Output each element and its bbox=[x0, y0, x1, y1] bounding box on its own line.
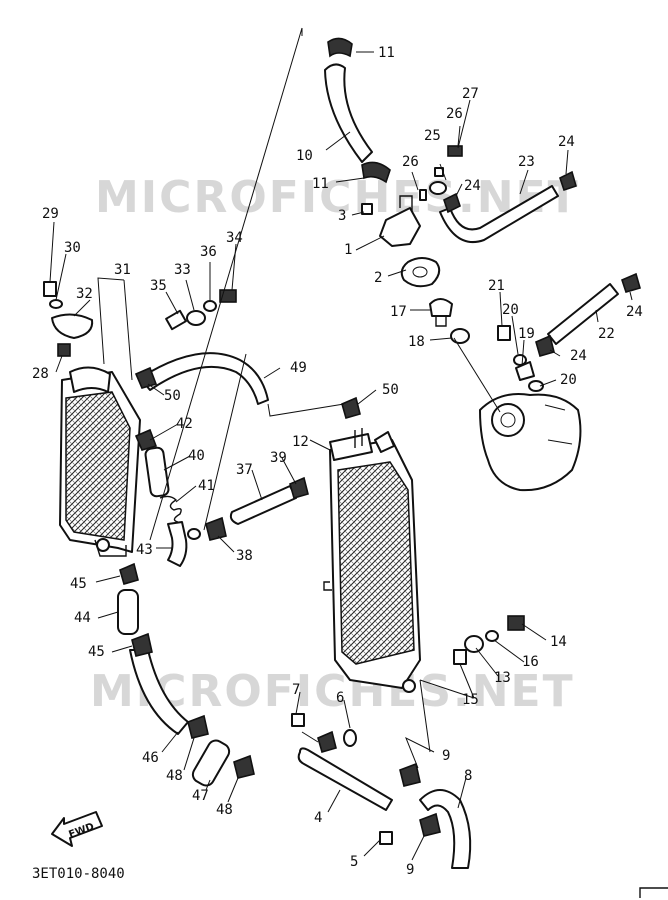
callout-48-left: 48 bbox=[166, 768, 183, 784]
callout-46: 46 bbox=[142, 750, 159, 766]
callout-2: 2 bbox=[374, 270, 382, 286]
callout-45-top: 45 bbox=[70, 576, 87, 592]
corner-mark bbox=[639, 887, 668, 898]
hose-44 bbox=[117, 589, 139, 635]
pipe-4 bbox=[297, 747, 393, 811]
callout-24-a: 24 bbox=[464, 178, 481, 194]
pipe-43 bbox=[167, 521, 188, 567]
hose-22 bbox=[547, 283, 619, 345]
callout-1: 1 bbox=[344, 242, 352, 258]
left-radiator bbox=[59, 366, 141, 557]
callout-42: 42 bbox=[176, 416, 193, 432]
callout-5: 5 bbox=[350, 854, 358, 870]
hose-40 bbox=[144, 446, 170, 498]
callout-48-right: 48 bbox=[216, 802, 233, 818]
callout-11-mid: 11 bbox=[312, 176, 329, 192]
callout-28: 28 bbox=[32, 366, 49, 382]
callout-22: 22 bbox=[598, 326, 615, 342]
callout-18: 18 bbox=[408, 334, 425, 350]
fwd-arrow: FWD bbox=[51, 811, 103, 847]
callout-16: 16 bbox=[522, 654, 539, 670]
callout-4: 4 bbox=[314, 810, 322, 826]
callout-17: 17 bbox=[390, 304, 407, 320]
callout-20-a: 20 bbox=[502, 302, 519, 318]
callout-40: 40 bbox=[188, 448, 205, 464]
callout-24-b: 24 bbox=[558, 134, 575, 150]
callout-45-bottom: 45 bbox=[88, 644, 105, 660]
left-radiator-mount bbox=[96, 538, 110, 552]
callout-23: 23 bbox=[518, 154, 535, 170]
left-radiator-filler-neck bbox=[69, 366, 111, 393]
hose-49 bbox=[139, 352, 269, 405]
callout-7: 7 bbox=[292, 682, 300, 698]
callout-12: 12 bbox=[292, 434, 309, 450]
callout-11-top: 11 bbox=[378, 45, 395, 61]
callout-26-left: 26 bbox=[402, 154, 419, 170]
callout-14: 14 bbox=[550, 634, 567, 650]
callout-38: 38 bbox=[236, 548, 253, 564]
callout-39: 39 bbox=[270, 450, 287, 466]
callout-49: 49 bbox=[290, 360, 307, 376]
callout-6: 6 bbox=[336, 690, 344, 706]
callout-34: 34 bbox=[226, 230, 243, 246]
hose-10 bbox=[324, 63, 373, 163]
right-radiator-mount bbox=[402, 679, 416, 693]
callout-9-top: 9 bbox=[442, 748, 450, 764]
callout-3: 3 bbox=[338, 208, 346, 224]
callout-30: 30 bbox=[64, 240, 81, 256]
callout-43: 43 bbox=[136, 542, 153, 558]
drawing-code: 3ET010-8040 bbox=[32, 866, 125, 882]
hose-46 bbox=[129, 649, 189, 735]
callout-33: 33 bbox=[174, 262, 191, 278]
callout-15: 15 bbox=[462, 692, 479, 708]
callout-41: 41 bbox=[198, 478, 215, 494]
callout-labels: 11 10 11 3 1 2 17 18 26 25 26 27 24 23 2… bbox=[32, 45, 643, 878]
callout-35: 35 bbox=[150, 278, 167, 294]
callout-8: 8 bbox=[464, 768, 472, 784]
hose-23 bbox=[439, 185, 559, 244]
leader-lines bbox=[49, 27, 633, 861]
callout-24-d: 24 bbox=[570, 348, 587, 364]
callout-37: 37 bbox=[236, 462, 253, 478]
callout-47: 47 bbox=[192, 788, 209, 804]
callout-25: 25 bbox=[424, 128, 441, 144]
hose-47 bbox=[191, 739, 231, 787]
hose-8 bbox=[419, 789, 472, 869]
callout-32: 32 bbox=[76, 286, 93, 302]
callout-36: 36 bbox=[200, 244, 217, 260]
callout-29: 29 bbox=[42, 206, 59, 222]
right-radiator bbox=[323, 428, 421, 693]
callout-13: 13 bbox=[494, 670, 511, 686]
water-pump-cover bbox=[479, 393, 582, 492]
callout-31: 31 bbox=[114, 262, 131, 278]
hose-37 bbox=[229, 485, 297, 525]
callout-10: 10 bbox=[296, 148, 313, 164]
callout-19: 19 bbox=[518, 326, 535, 342]
callout-50-right: 50 bbox=[382, 382, 399, 398]
callout-26-right: 26 bbox=[446, 106, 463, 122]
callout-9-bottom: 9 bbox=[406, 862, 414, 878]
callout-27: 27 bbox=[462, 86, 479, 102]
callout-44: 44 bbox=[74, 610, 91, 626]
watermark-top: MICROFICHES.NET bbox=[95, 172, 580, 223]
callout-21: 21 bbox=[488, 278, 505, 294]
callout-50-left: 50 bbox=[164, 388, 181, 404]
callout-20-b: 20 bbox=[560, 372, 577, 388]
spring-41 bbox=[159, 495, 182, 523]
callout-24-c: 24 bbox=[626, 304, 643, 320]
